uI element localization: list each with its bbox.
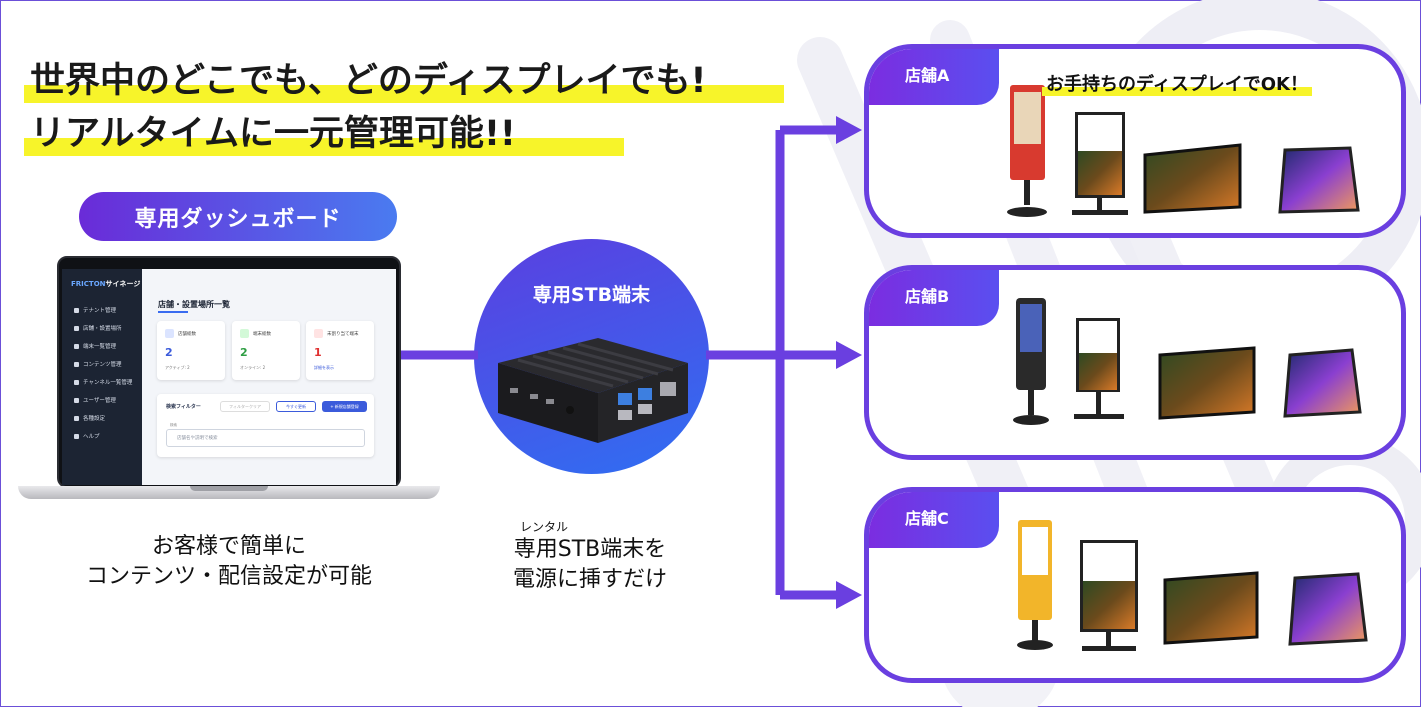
terminal-icon [74,344,79,349]
card-sub: アクティブ: 2 [165,365,190,370]
card-label: 店舗総数 [178,332,196,337]
stb-caption: 専用STB端末を 電源に挿すだけ [512,537,667,592]
search-input[interactable]: 店舗名や説明で検索 [166,429,365,447]
store-c-box: 店舗C [864,487,1406,683]
sidebar-item-tenant[interactable]: テナント管理 [74,306,116,314]
store-b-box: 店舗B [864,265,1406,460]
search-label: 検索 [170,423,177,427]
channel-icon [74,380,79,385]
laptop-notch [190,486,268,491]
card-sub: オンライン: 2 [240,365,266,370]
page-title: 店舗・設置場所一覧 [158,300,230,309]
dashboard-pill: 専用ダッシュボード [79,192,397,241]
dashboard-sidebar: FRICTONサイネージ テナント管理 店舗・設置場所 端末一覧管理 コンテンツ… [62,269,142,485]
sidebar-item-help[interactable]: ヘルプ [74,432,100,440]
stat-card-terminals: 端末総数 2 オンライン: 2 [232,321,300,380]
users-icon [74,398,79,403]
filter-title: 検索フィルター [166,404,201,410]
card-value: 2 [240,346,248,359]
stb-device-image [498,338,688,443]
store-b-tag: 店舗B [869,270,999,326]
sidebar-item-users[interactable]: ユーザー管理 [74,396,116,404]
rental-note: レンタル [520,520,569,534]
add-store-button[interactable]: + 新規店舗登録 [322,401,367,412]
card-label: 端末総数 [253,332,271,337]
card-detail-link[interactable]: 詳細を表示 [314,365,334,370]
sidebar-item-content[interactable]: コンテンツ管理 [74,360,122,368]
brand-logo: FRICTONサイネージ [71,280,141,288]
gear-icon [74,416,79,421]
help-icon [74,434,79,439]
content-icon [74,362,79,367]
sidebar-item-channels[interactable]: チャンネル一覧管理 [74,378,132,386]
sidebar-item-settings[interactable]: 各種設定 [74,414,105,422]
stat-card-unassigned: 未割り当て端末 1 詳細を表示 [306,321,374,380]
refresh-button[interactable]: 今すぐ更新 [276,401,316,412]
store-c-tag: 店舗C [869,492,999,548]
display-ok-note: お手持ちのディスプレイでOK！ [1042,70,1312,96]
warning-icon [314,329,323,338]
terminal-icon [240,329,249,338]
sidebar-item-terminals[interactable]: 端末一覧管理 [74,342,116,350]
stat-card-stores: 店舗総数 2 アクティブ: 2 [157,321,225,380]
store-icon [165,329,174,338]
filter-clear-button[interactable]: フィルタークリア [220,401,270,412]
filter-panel: 検索フィルター フィルタークリア 今すぐ更新 + 新規店舗登録 検索 店舗名や説… [157,394,374,457]
store-a-tag: 店舗A [869,49,999,105]
headline-line-2: リアルタイムに一元管理可能!! [24,105,624,156]
card-value: 2 [165,346,173,359]
card-value: 1 [314,346,322,359]
sidebar-item-store[interactable]: 店舗・設置場所 [74,324,122,332]
dashboard-caption: お客様で簡単に コンテンツ・配信設定が可能 [85,534,372,589]
title-underline [158,311,188,313]
store-icon [74,326,79,331]
stb-title: 専用STB端末 [532,284,651,306]
laptop-base [18,486,440,499]
dashboard-app: FRICTONサイネージ テナント管理 店舗・設置場所 端末一覧管理 コンテンツ… [62,269,396,485]
tenant-icon [74,308,79,313]
headline-line-1: 世界中のどこでも、どのディスプレイでも! [24,52,784,103]
card-label: 未割り当て端末 [327,332,359,337]
